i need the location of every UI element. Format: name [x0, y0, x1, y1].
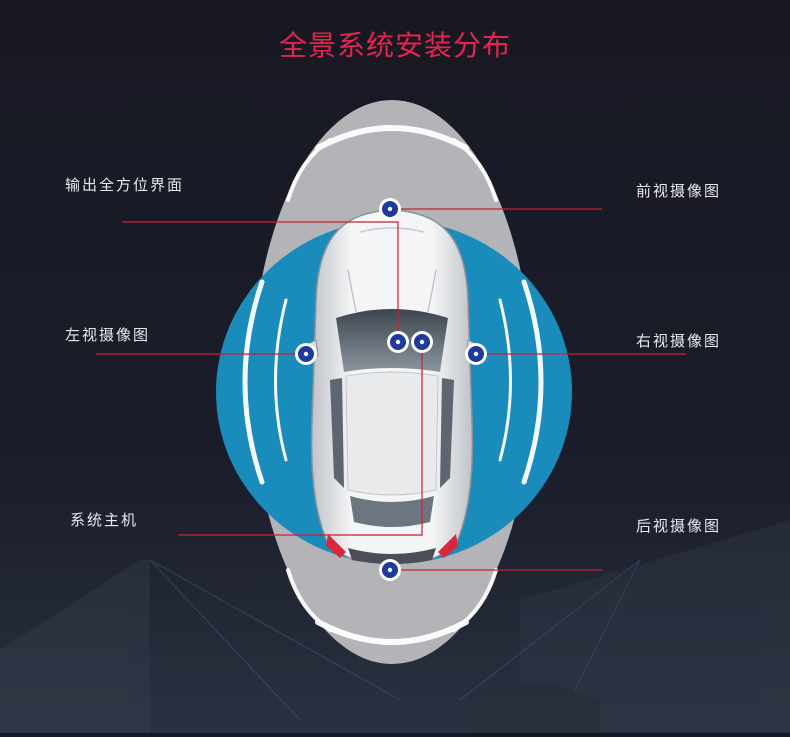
background-skyline [0, 520, 790, 733]
front-camera-marker [379, 198, 401, 220]
label-left-camera: 左视摄像图 [65, 326, 151, 344]
output-display-marker [387, 331, 409, 353]
leader-lines [96, 208, 686, 571]
label-output-display: 输出全方位界面 [65, 176, 185, 194]
left-camera-marker [295, 343, 317, 365]
leader-line-output [122, 221, 399, 342]
leader-line-host [178, 342, 423, 536]
right-camera-marker [465, 343, 487, 365]
rear-camera-marker [379, 559, 401, 581]
markers [295, 198, 487, 581]
host-unit-marker [411, 331, 433, 353]
scan-arcs [242, 125, 544, 645]
label-rear-camera: 后视摄像图 [636, 517, 722, 535]
car-top-view [299, 209, 485, 564]
label-host-unit: 系统主机 [70, 511, 139, 529]
label-right-camera: 右视摄像图 [636, 332, 722, 350]
label-front-camera: 前视摄像图 [636, 182, 722, 200]
page-title: 全景系统安装分布 [278, 29, 511, 62]
